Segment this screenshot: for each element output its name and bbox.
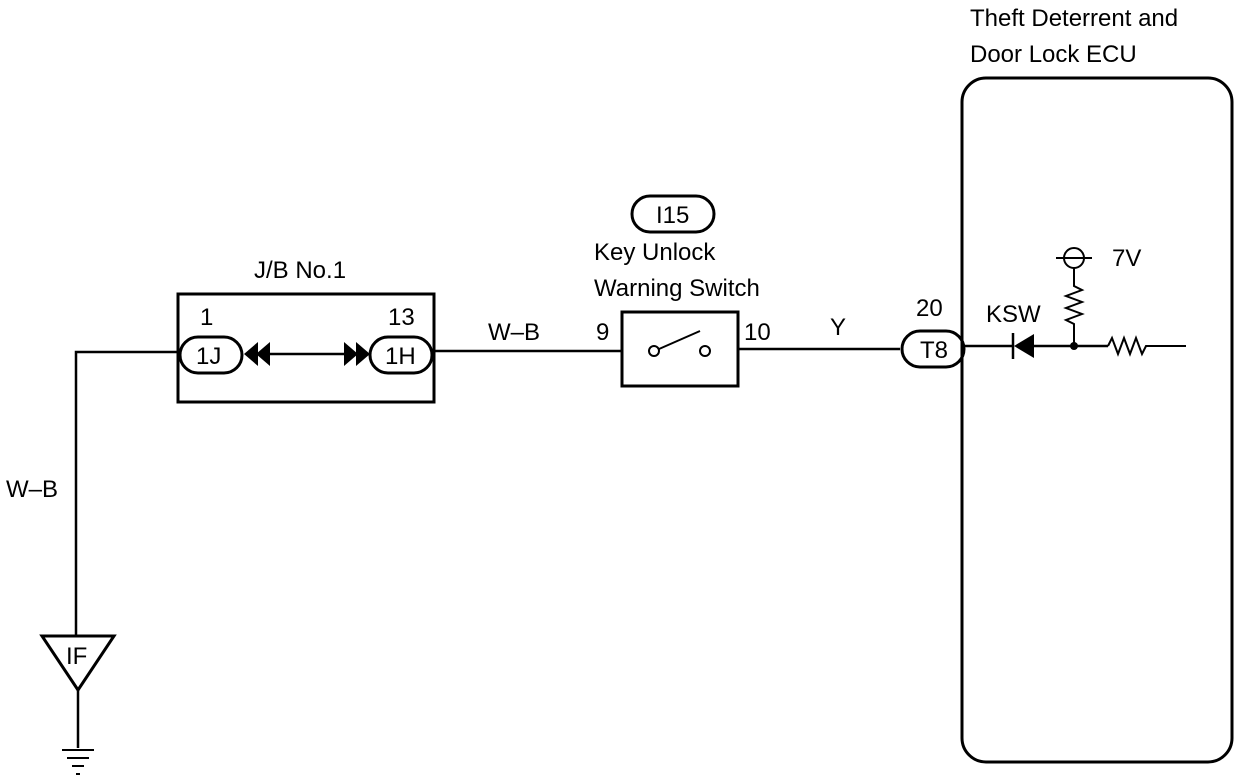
ecu-title-line1: Theft Deterrent and — [970, 5, 1178, 32]
jb-internal-connection — [244, 342, 370, 366]
ecu-terminal-pin: 20 — [916, 295, 943, 322]
switch-pin-in: 9 — [596, 319, 609, 346]
ecu-signal-label: KSW — [986, 301, 1041, 328]
ground-wire — [74, 350, 180, 636]
ground-point-triangle — [39, 634, 117, 693]
ecu-series-resistor-icon — [1107, 335, 1186, 357]
chassis-ground-icon — [62, 749, 94, 775]
switch-contacts-icon — [648, 330, 711, 357]
jb-left-connector-label: 1J — [196, 343, 221, 370]
switch-name-line1: Key Unlock — [594, 239, 716, 266]
switch-connector-tag — [630, 194, 716, 234]
switch-box — [620, 310, 740, 388]
switch-name-line2: Warning Switch — [594, 275, 760, 302]
voltage-source-icon — [1056, 247, 1092, 269]
junction-block-title: J/B No.1 — [254, 257, 346, 284]
jb-right-connector-icon — [368, 335, 434, 375]
ground-point-label: IF — [66, 643, 87, 670]
ecu-terminal-connector-label: T8 — [920, 337, 948, 364]
jb-right-pin-number: 13 — [388, 304, 415, 331]
voltage-label: 7V — [1112, 245, 1141, 272]
jb-left-pin-number: 1 — [200, 304, 213, 331]
switch-connector-id: I15 — [656, 202, 689, 229]
pullup-resistor-icon — [1063, 268, 1085, 346]
switch-pin-out: 10 — [744, 319, 771, 346]
jb-right-connector-label: 1H — [385, 343, 416, 370]
junction-block-box — [176, 292, 436, 404]
ecu-title-line2: Door Lock ECU — [970, 41, 1137, 68]
ecu-box — [960, 76, 1234, 764]
diode-icon — [1011, 333, 1034, 359]
switch-to-ecu-wire-color: Y — [830, 314, 846, 341]
jb-to-switch-wire-color: W–B — [488, 319, 540, 346]
ecu-terminal-connector-icon — [900, 329, 966, 369]
ground-wire-color-label: W–B — [6, 476, 58, 503]
jb-left-connector-icon — [178, 335, 244, 375]
